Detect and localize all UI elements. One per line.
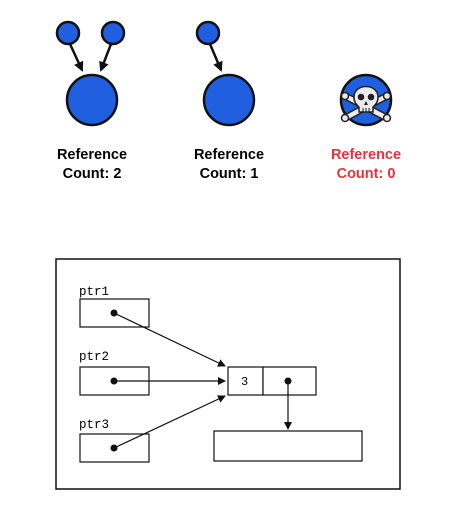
reference-arrow (208, 43, 223, 72)
pointer-label: ptr2 (79, 350, 109, 364)
pointer-diagram-frame (55, 258, 401, 490)
reference-arrow (99, 43, 113, 72)
reference-arrow (68, 43, 84, 72)
refcount-two-graphic (55, 20, 126, 127)
pointer-label: ptr3 (79, 418, 109, 432)
referenced-object-node (65, 73, 119, 127)
refcount-label-line2: Count: 1 (200, 166, 259, 182)
pointer-label: ptr1 (79, 285, 109, 299)
ptr3-arrow (113, 395, 226, 449)
referrer-node (100, 20, 126, 46)
refcount-label-line1: Reference (194, 147, 264, 163)
referenced-object-node (202, 73, 256, 127)
referrer-node (55, 20, 81, 46)
refcount-label-line2: Count: 2 (63, 166, 122, 182)
referrer-node (195, 20, 221, 46)
refcount-label-line1: Reference (331, 147, 401, 163)
pointed-to-node (213, 430, 363, 462)
node-value: 3 (241, 375, 248, 389)
ptr1-arrow (113, 312, 226, 367)
refcount-label-line1: Reference (57, 147, 127, 163)
refcount-label-line2: Count: 0 (337, 166, 396, 182)
refcount-one-graphic (195, 20, 256, 127)
skull-crossbones-icon (339, 73, 393, 127)
